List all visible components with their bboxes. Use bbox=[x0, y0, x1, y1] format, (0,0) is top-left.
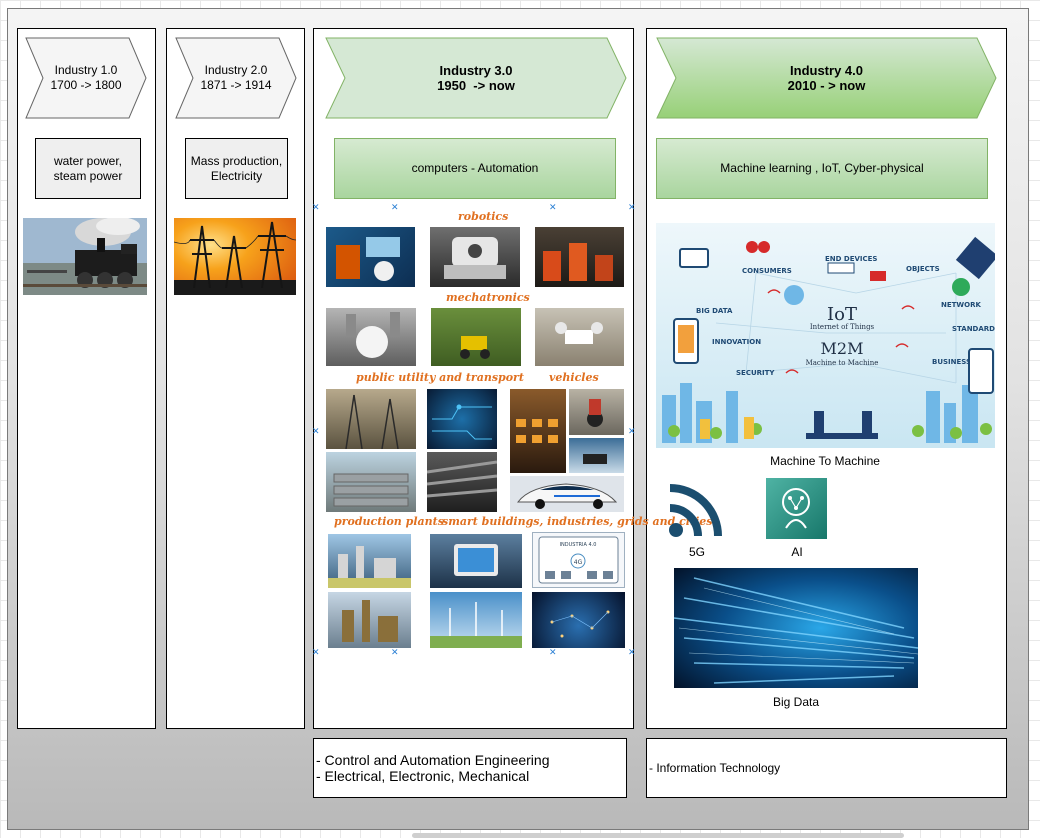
label-robotics: robotics bbox=[458, 210, 509, 223]
selection-handle[interactable]: ✕ bbox=[628, 426, 636, 436]
label-vehicles: vehicles bbox=[549, 371, 599, 384]
label-smart-systems: smart buildings, industries, grids and c… bbox=[442, 515, 713, 528]
industry-1-title: Industry 1.0 bbox=[54, 63, 118, 77]
label-production-plants: production plants bbox=[334, 515, 444, 528]
industry-4-title: Industry 4.0 bbox=[790, 63, 863, 78]
label-mechatronics: mechatronics bbox=[446, 291, 530, 304]
iot-label-standards: STANDARDS bbox=[952, 325, 995, 333]
machine-to-machine-caption: Machine To Machine bbox=[770, 454, 880, 468]
iot-label-m2m: M2M bbox=[821, 339, 864, 358]
industry-3-title: Industry 3.0 bbox=[439, 63, 513, 78]
iot-label-big-data: BIG DATA bbox=[696, 307, 733, 315]
arrow-industry-3[interactable]: Industry 3.0 1950 -> now bbox=[325, 37, 627, 119]
industria-4-0-tablet[interactable]: INDUSTRIA 4.0 4G bbox=[532, 532, 625, 588]
mechatronics-image-3[interactable] bbox=[535, 308, 624, 366]
ai-brain-icon[interactable] bbox=[766, 478, 827, 539]
smart-building-image-1[interactable] bbox=[430, 534, 522, 588]
iot-label-consumers: CONSUMERS bbox=[742, 267, 792, 275]
selection-handle[interactable]: ✕ bbox=[391, 647, 399, 657]
industry-2-years: 1871 -> 1914 bbox=[200, 78, 272, 92]
vehicle-snowmobile-image[interactable] bbox=[569, 438, 624, 473]
selection-handle[interactable]: ✕ bbox=[549, 647, 557, 657]
steam-locomotive-image[interactable] bbox=[23, 218, 147, 295]
robotics-image-3[interactable] bbox=[535, 227, 624, 287]
iot-label-objects: OBJECTS bbox=[906, 265, 940, 273]
box-industry-2[interactable]: Mass production, Electricity bbox=[185, 138, 288, 199]
industria-tablet-4g: 4G bbox=[574, 559, 583, 566]
selection-handle[interactable]: ✕ bbox=[391, 202, 399, 212]
label-public-utility: public utility and transport bbox=[356, 371, 524, 384]
production-plant-image-1[interactable] bbox=[328, 534, 411, 588]
industry-4-years: 2010 - > now bbox=[787, 78, 866, 93]
horizontal-scrollbar[interactable] bbox=[412, 833, 904, 838]
fiveg-label: 5G bbox=[688, 545, 705, 559]
arrow-industry-1[interactable]: Industry 1.0 1700 -> 1800 bbox=[25, 37, 147, 119]
wifi-5g-icon[interactable] bbox=[666, 478, 728, 540]
public-utility-image-1[interactable] bbox=[326, 389, 416, 449]
iot-label-iot: IoT bbox=[827, 304, 857, 325]
big-data-image[interactable] bbox=[674, 568, 918, 688]
note-industry-3[interactable]: - Control and Automation Engineering - E… bbox=[313, 738, 627, 798]
industry-2-desc: Mass production, Electricity bbox=[190, 153, 283, 183]
iot-label-m2m-sub: Machine to Machine bbox=[806, 359, 879, 367]
arrow-industry-4[interactable]: Industry 4.0 2010 - > now bbox=[656, 37, 997, 119]
arrow-industry-2[interactable]: Industry 2.0 1871 -> 1914 bbox=[175, 37, 297, 119]
iot-label-end-devices: END DEVICES bbox=[825, 255, 877, 263]
smart-city-image[interactable] bbox=[532, 592, 625, 648]
iot-label-business: BUSINESS bbox=[932, 358, 971, 366]
iot-m2m-graphic[interactable]: CONSUMERS END DEVICES OBJECTS BIG DATA N… bbox=[656, 223, 995, 448]
iot-label-innovation: INNOVATION bbox=[712, 338, 761, 346]
production-plant-image-2[interactable] bbox=[328, 592, 411, 648]
iot-label-network: NETWORK bbox=[941, 301, 981, 309]
column-industry-1[interactable] bbox=[17, 28, 156, 729]
public-utility-image-2[interactable] bbox=[427, 389, 497, 449]
note-industry-3-text: - Control and Automation Engineering - E… bbox=[316, 752, 550, 784]
box-industry-3[interactable]: computers - Automation bbox=[334, 138, 616, 199]
vehicle-car-image[interactable] bbox=[510, 476, 624, 512]
power-lines-image[interactable] bbox=[174, 218, 296, 295]
industry-1-desc: water power, steam power bbox=[53, 153, 123, 183]
selection-handle[interactable]: ✕ bbox=[628, 647, 636, 657]
smart-grid-image[interactable] bbox=[430, 592, 522, 648]
iot-label-security: SECURITY bbox=[736, 369, 775, 377]
industry-3-years: 1950 -> now bbox=[437, 78, 515, 93]
robotics-image-2[interactable] bbox=[430, 227, 520, 287]
industry-1-years: 1700 -> 1800 bbox=[50, 78, 122, 92]
selection-handle[interactable]: ✕ bbox=[312, 647, 320, 657]
box-industry-4[interactable]: Machine learning , IoT, Cyber-physical bbox=[656, 138, 988, 199]
big-data-caption: Big Data bbox=[772, 695, 820, 709]
note-industry-4-text: - Information Technology bbox=[649, 761, 781, 775]
selection-handle[interactable]: ✕ bbox=[549, 202, 557, 212]
column-industry-2[interactable] bbox=[166, 28, 305, 729]
vehicle-motorbike-image[interactable] bbox=[569, 389, 624, 435]
industria-tablet-text: INDUSTRIA 4.0 bbox=[560, 542, 597, 548]
selection-handle[interactable]: ✕ bbox=[628, 202, 636, 212]
ai-label: AI bbox=[791, 545, 803, 559]
public-utility-image-3[interactable] bbox=[326, 452, 416, 512]
robotics-image-1[interactable] bbox=[326, 227, 415, 287]
selection-handle[interactable]: ✕ bbox=[312, 202, 320, 212]
mechatronics-image-1[interactable] bbox=[326, 308, 416, 366]
mechatronics-image-2[interactable] bbox=[431, 308, 521, 366]
industry-2-title: Industry 2.0 bbox=[204, 63, 268, 77]
industry-4-desc: Machine learning , IoT, Cyber-physical bbox=[720, 161, 924, 175]
public-utility-image-4[interactable] bbox=[427, 452, 497, 512]
industry-3-desc: computers - Automation bbox=[411, 161, 539, 175]
iot-label-iot-sub: Internet of Things bbox=[810, 323, 875, 331]
vehicle-cockpit-image[interactable] bbox=[510, 389, 566, 473]
selection-handle[interactable]: ✕ bbox=[312, 426, 320, 436]
box-industry-1[interactable]: water power, steam power bbox=[35, 138, 141, 199]
note-industry-4[interactable]: - Information Technology bbox=[646, 738, 1007, 798]
